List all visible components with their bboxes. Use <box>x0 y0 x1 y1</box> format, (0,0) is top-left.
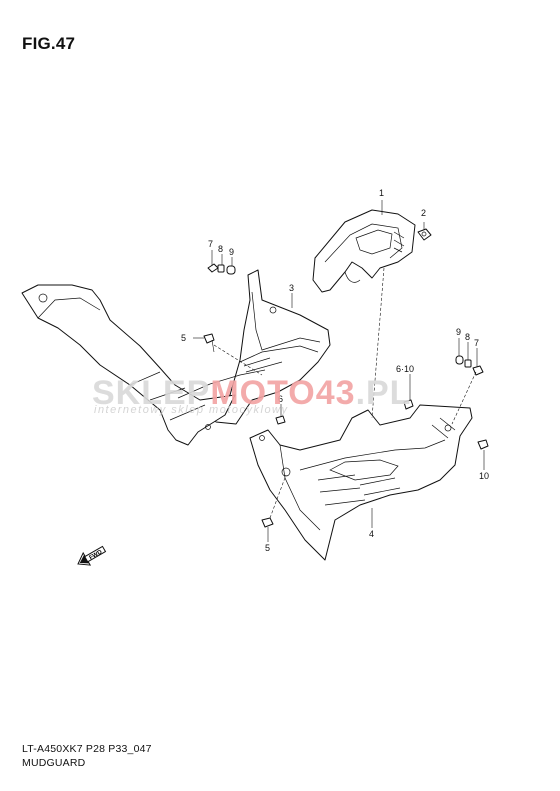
callout-9-left: 9 <box>229 247 234 257</box>
part-1-front-cover[interactable] <box>312 209 416 293</box>
callout-8-right: 8 <box>465 332 470 342</box>
bolt-10[interactable] <box>477 439 489 450</box>
callout-9-right: 9 <box>456 327 461 337</box>
bolt-5-bottom[interactable] <box>261 517 274 528</box>
watermark-tagline: internetowy sklep motocyklowy <box>94 404 289 416</box>
callout-6-10: 6·10 <box>396 364 414 374</box>
callout-4: 4 <box>369 529 374 539</box>
bolt-6[interactable] <box>275 415 286 425</box>
callout-5-bottom: 5 <box>265 543 270 553</box>
callout-7-right: 7 <box>474 338 479 348</box>
figure-code: LT-A450XK7 P28 P33_047 <box>22 743 152 755</box>
callout-1: 1 <box>379 188 384 198</box>
callout-3: 3 <box>289 283 294 293</box>
watermark: SKLEPMOTO43.PL internetowy sklep motocyk… <box>92 374 411 416</box>
watermark-brand-1: SKLEP <box>92 374 210 412</box>
bolt-5-left[interactable] <box>203 333 215 353</box>
part-2-bolt[interactable] <box>417 228 432 241</box>
callout-labels: 1 2 3 5 7 8 9 9 8 7 6·10 6 10 4 5 <box>181 188 489 553</box>
callout-7-left: 7 <box>208 239 213 249</box>
watermark-brand-3: 43 <box>316 374 356 412</box>
callout-2: 2 <box>421 208 426 218</box>
alignment-lines <box>213 267 477 519</box>
callout-8-left: 8 <box>218 244 223 254</box>
bolt-6-10[interactable] <box>403 399 414 410</box>
svg-text:SKLEPMOTO43.PL: SKLEPMOTO43.PL <box>92 374 411 412</box>
callout-10: 10 <box>479 471 489 481</box>
callout-5-left: 5 <box>181 333 186 343</box>
leader-lines <box>193 200 485 542</box>
watermark-brand-4: .PL <box>356 374 412 412</box>
forward-direction-arrow: FWD <box>77 545 107 566</box>
figure-title: FIG.47 <box>22 34 76 53</box>
part-4-right-mudguard[interactable] <box>249 404 473 561</box>
fastener-group-left[interactable] <box>207 263 236 275</box>
part-3-left-mudguard[interactable] <box>207 269 331 425</box>
fastener-group-right[interactable] <box>455 355 484 376</box>
callout-6: 6 <box>278 394 283 404</box>
figure-name: MUDGUARD <box>22 757 86 769</box>
watermark-brand-2: MOTO <box>210 374 315 412</box>
left-footrest-panel[interactable] <box>21 284 266 446</box>
